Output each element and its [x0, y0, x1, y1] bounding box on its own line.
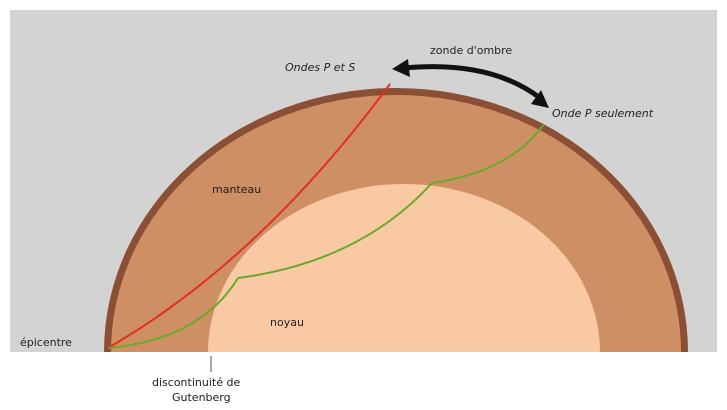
wave-p-only-label: Onde P seulement — [552, 107, 654, 120]
discontinuity-label-line1: discontinuité de — [152, 376, 240, 389]
epicenter-label: épicentre — [20, 336, 72, 349]
lower-white-area — [0, 352, 727, 405]
waves-ps-label: Ondes P et S — [285, 61, 355, 74]
shadow-zone-label: zonde d'ombre — [430, 44, 512, 57]
mantle-label: manteau — [212, 183, 261, 196]
discontinuity-label-line2: Gutenberg — [172, 391, 231, 404]
core-label: noyau — [270, 316, 304, 329]
